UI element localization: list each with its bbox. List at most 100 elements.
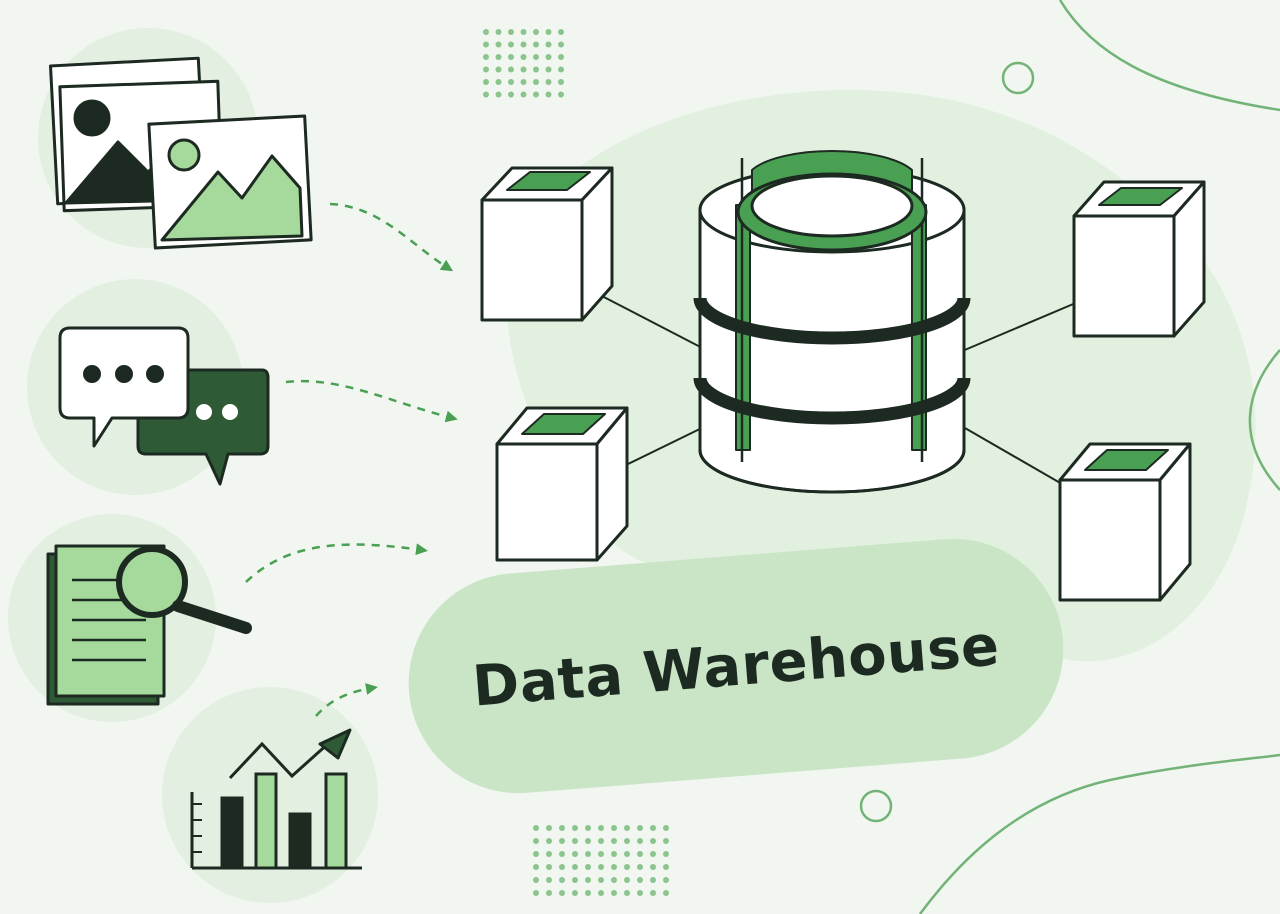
- decor-dot: [508, 29, 514, 35]
- decor-dot: [545, 54, 552, 60]
- decor-dot: [520, 91, 527, 98]
- decor-dot: [533, 54, 539, 60]
- decor-dot: [495, 66, 502, 73]
- decor-dot: [546, 825, 552, 831]
- decor-dot: [585, 864, 591, 870]
- decor-dot: [546, 877, 552, 883]
- decor-ring-top: [1001, 61, 1035, 95]
- decor-dot: [637, 851, 643, 857]
- decor-dot: [546, 838, 552, 844]
- decor-dot: [650, 864, 656, 870]
- decor-dot: [545, 91, 552, 98]
- decor-dot: [624, 864, 630, 870]
- decor-dot: [663, 890, 669, 896]
- node-connectors: [597, 293, 1079, 485]
- decor-dot: [495, 54, 502, 60]
- decor-dot: [598, 838, 604, 844]
- decor-dot: [663, 838, 669, 844]
- cube-node-top-right: [1072, 180, 1206, 338]
- decor-dot: [533, 825, 539, 831]
- decor-dot: [533, 79, 539, 85]
- decor-dot: [520, 41, 527, 48]
- decor-dot: [495, 79, 502, 85]
- decor-dot: [559, 825, 565, 831]
- decor-dot: [559, 864, 565, 870]
- decor-dot: [533, 66, 539, 73]
- decor-dot: [483, 54, 489, 60]
- decor-dot: [483, 66, 489, 73]
- arrow-images-to-warehouse: [329, 202, 454, 272]
- decor-dot: [546, 851, 552, 857]
- decor-dot: [508, 91, 514, 98]
- document-search-icon: [46, 544, 252, 706]
- decor-dot: [650, 825, 656, 831]
- decor-dot: [598, 851, 604, 857]
- decor-dot: [611, 877, 617, 883]
- decor-dot: [533, 91, 539, 98]
- decor-dot: [495, 91, 502, 98]
- decor-dot: [611, 825, 617, 831]
- decor-dot: [585, 851, 591, 857]
- decor-dot: [611, 851, 617, 857]
- decor-dot: [585, 838, 591, 844]
- decor-dot: [559, 838, 565, 844]
- decor-curve-right: [1248, 349, 1280, 491]
- dot-grid-bottom: [533, 825, 669, 896]
- decor-dot: [558, 41, 564, 48]
- decor-dot: [520, 29, 527, 35]
- decor-dot: [637, 890, 643, 896]
- decor-dot: [558, 54, 564, 60]
- decor-dot: [495, 41, 502, 48]
- decor-dot: [483, 79, 489, 85]
- decor-dot: [650, 851, 656, 857]
- decor-dot: [585, 890, 591, 896]
- decor-dot: [637, 864, 643, 870]
- decor-dot: [598, 877, 604, 883]
- decor-dot: [624, 838, 630, 844]
- decor-dot: [598, 890, 604, 896]
- decor-dot: [533, 864, 539, 870]
- decor-dot: [650, 890, 656, 896]
- decor-dot: [558, 79, 564, 85]
- decor-dot: [533, 838, 539, 844]
- database-cylinder-icon: [693, 150, 971, 494]
- decor-dot: [611, 864, 617, 870]
- decor-dot: [545, 29, 552, 35]
- dot-grid-top: [483, 29, 564, 98]
- decor-dot: [559, 890, 565, 896]
- cube-node-bottom-left: [495, 406, 629, 562]
- decor-dot: [520, 79, 527, 85]
- decor-dot: [637, 825, 643, 831]
- decor-dot: [520, 54, 527, 60]
- decor-dot: [624, 851, 630, 857]
- decor-dot: [585, 825, 591, 831]
- decor-dot: [520, 66, 527, 73]
- decor-dot: [545, 79, 552, 85]
- decor-dot: [558, 29, 564, 35]
- decor-dot: [558, 91, 564, 98]
- decor-dot: [545, 66, 552, 73]
- data-flow-arrows: [245, 202, 458, 717]
- decor-dot: [611, 890, 617, 896]
- decor-ring-bottom: [859, 789, 893, 823]
- images-icon: [48, 56, 313, 250]
- decor-dot: [598, 825, 604, 831]
- decor-dot: [483, 91, 489, 98]
- decor-dot: [508, 54, 514, 60]
- decor-dot: [572, 864, 578, 870]
- decor-dot: [508, 41, 514, 48]
- decor-curve-top: [1058, 0, 1280, 112]
- decor-dot: [572, 838, 578, 844]
- decor-dot: [624, 877, 630, 883]
- bar-chart-icon: [190, 728, 362, 870]
- arrow-chart-to-warehouse: [315, 683, 378, 717]
- arrow-chat-to-warehouse: [285, 379, 458, 423]
- decor-dot: [483, 41, 489, 48]
- decor-dot: [663, 864, 669, 870]
- decor-dot: [545, 41, 552, 48]
- decor-dot: [637, 838, 643, 844]
- chat-bubbles-icon: [58, 326, 270, 486]
- decor-dot: [533, 851, 539, 857]
